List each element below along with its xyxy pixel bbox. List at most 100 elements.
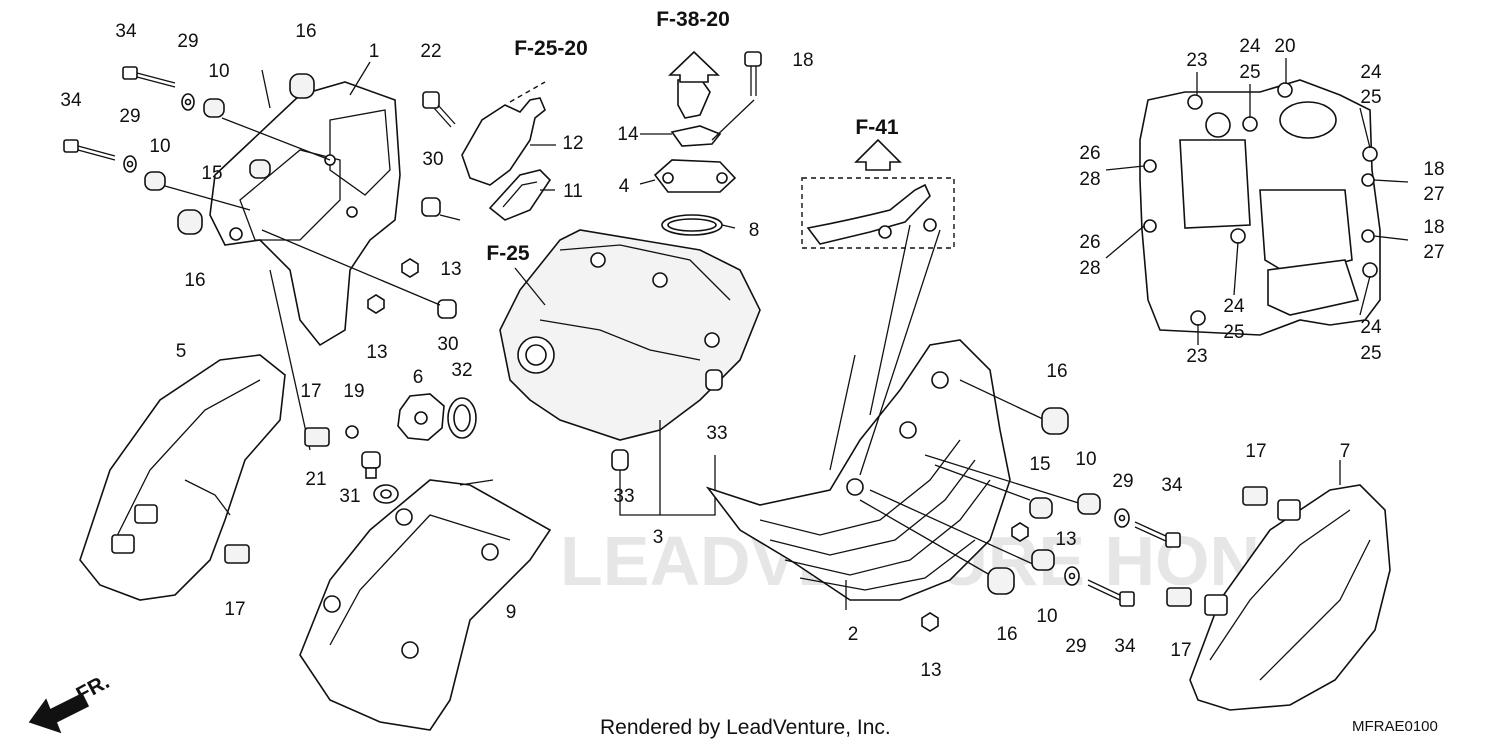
callout-29[interactable]: 29 [177,31,198,52]
callout-10[interactable]: 10 [1075,449,1096,470]
bushing-part-10-lower[interactable] [144,171,166,191]
bushing-part-10-right-lower[interactable] [1031,549,1055,571]
callout-18[interactable]: 18 [1423,217,1444,238]
callout-14[interactable]: 14 [617,124,639,145]
callout-4[interactable]: 4 [619,176,630,197]
dowel-part-33-lower[interactable] [611,449,629,471]
grommet-part-15-right[interactable] [1029,497,1053,519]
washer-part-29-right-lower[interactable] [1064,566,1080,586]
ref-label-f41[interactable]: F-41 [855,116,899,139]
callout-15[interactable]: 15 [201,163,222,184]
callout-1[interactable]: 1 [369,41,380,62]
head-cover-gasket-outline[interactable] [1139,79,1381,336]
cover-part-4[interactable] [653,159,737,193]
collar-part-30-upper[interactable] [421,197,441,217]
bolt-part-18-top[interactable] [744,51,762,96]
callout-25[interactable]: 25 [1360,87,1381,108]
nut-part-13-c[interactable] [1011,522,1029,542]
callout-30[interactable]: 30 [422,149,443,170]
callout-17[interactable]: 17 [224,599,245,620]
callout-24[interactable]: 24 [1360,62,1382,83]
o-ring-part-32[interactable] [447,397,477,439]
nut-part-13-a[interactable] [401,258,419,278]
grommet-part-15-upper[interactable] [249,159,271,179]
callout-34[interactable]: 34 [115,21,137,42]
washer-part-29-upper[interactable] [181,93,195,111]
callout-10[interactable]: 10 [208,61,229,82]
callout-29[interactable]: 29 [1065,636,1086,657]
washer-part-29-right-upper[interactable] [1114,508,1130,528]
callout-6[interactable]: 6 [413,367,424,388]
collar-part-30-lower[interactable] [437,299,457,319]
grommet-part-16-upper[interactable] [289,73,315,99]
callout-20[interactable]: 20 [1274,36,1295,57]
callout-24[interactable]: 24 [1239,36,1261,57]
bolt-part-34-right-lower[interactable] [1087,579,1135,607]
nut-part-13-b[interactable] [367,294,385,314]
callout-16[interactable]: 16 [1046,361,1067,382]
callout-15[interactable]: 15 [1029,454,1050,475]
callout-25[interactable]: 25 [1223,322,1244,343]
callout-17[interactable]: 17 [1245,441,1266,462]
clip-nut-part-17-d[interactable] [1166,587,1192,607]
callout-8[interactable]: 8 [749,220,760,241]
clip-nut-part-17-c[interactable] [1242,486,1268,506]
side-cover-part-5[interactable] [79,354,286,601]
callout-31[interactable]: 31 [339,486,360,507]
callout-5[interactable]: 5 [176,341,187,362]
callout-18[interactable]: 18 [1423,159,1444,180]
bolt-part-22[interactable] [422,91,456,128]
callout-30[interactable]: 30 [437,334,458,355]
callout-16[interactable]: 16 [184,270,205,291]
callout-23[interactable]: 23 [1186,346,1207,367]
lower-cover-part-9[interactable] [299,479,552,731]
callout-13[interactable]: 13 [440,259,461,280]
callout-33[interactable]: 33 [613,486,634,507]
bolt-part-34-upper[interactable] [122,66,176,88]
ref-label-f25-20[interactable]: F-25-20 [514,37,588,60]
callout-3[interactable]: 3 [653,527,664,548]
callout-22[interactable]: 22 [420,41,441,62]
callout-27[interactable]: 27 [1423,184,1444,205]
callout-24[interactable]: 24 [1360,317,1382,338]
callout-23[interactable]: 23 [1186,50,1207,71]
bolt-part-34-right-upper[interactable] [1134,521,1181,548]
cylinder-head-part-3[interactable] [499,229,761,441]
callout-32[interactable]: 32 [451,360,472,381]
callout-25[interactable]: 25 [1360,343,1381,364]
callout-17[interactable]: 17 [1170,640,1191,661]
washer-part-31[interactable] [373,484,399,504]
callout-25[interactable]: 25 [1239,62,1260,83]
cover-plate-part-11[interactable] [488,169,552,221]
callout-16[interactable]: 16 [295,21,316,42]
breather-hose-part-12[interactable] [461,97,546,186]
callout-13[interactable]: 13 [366,342,387,363]
callout-33[interactable]: 33 [706,423,727,444]
clip-nut-part-17-a[interactable] [304,427,330,447]
bolt-part-21[interactable] [361,451,381,479]
clip-part-f38[interactable] [677,77,711,119]
callout-9[interactable]: 9 [506,602,517,623]
dowel-part-33-upper[interactable] [705,369,723,391]
bracket-part-1[interactable] [209,81,401,347]
callout-13[interactable]: 13 [920,660,941,681]
callout-7[interactable]: 7 [1340,441,1351,462]
water-pipe-f41[interactable] [806,183,937,245]
side-cover-part-7[interactable] [1189,484,1391,711]
bushing-part-10-right-upper[interactable] [1077,493,1101,515]
callout-18[interactable]: 18 [792,50,813,71]
callout-12[interactable]: 12 [562,133,583,154]
callout-19[interactable]: 19 [343,381,364,402]
callout-27[interactable]: 27 [1423,242,1444,263]
callout-16[interactable]: 16 [996,624,1017,645]
o-ring-part-8[interactable] [661,214,723,236]
ref-label-f25[interactable]: F-25 [486,242,530,265]
callout-28[interactable]: 28 [1079,258,1100,279]
nut-part-13-d[interactable] [921,612,939,632]
callout-10[interactable]: 10 [1036,606,1057,627]
bolt-part-34-lower[interactable] [63,139,116,161]
callout-21[interactable]: 21 [305,469,326,490]
callout-10[interactable]: 10 [149,136,170,157]
callout-13[interactable]: 13 [1055,529,1076,550]
callout-26[interactable]: 26 [1079,143,1100,164]
